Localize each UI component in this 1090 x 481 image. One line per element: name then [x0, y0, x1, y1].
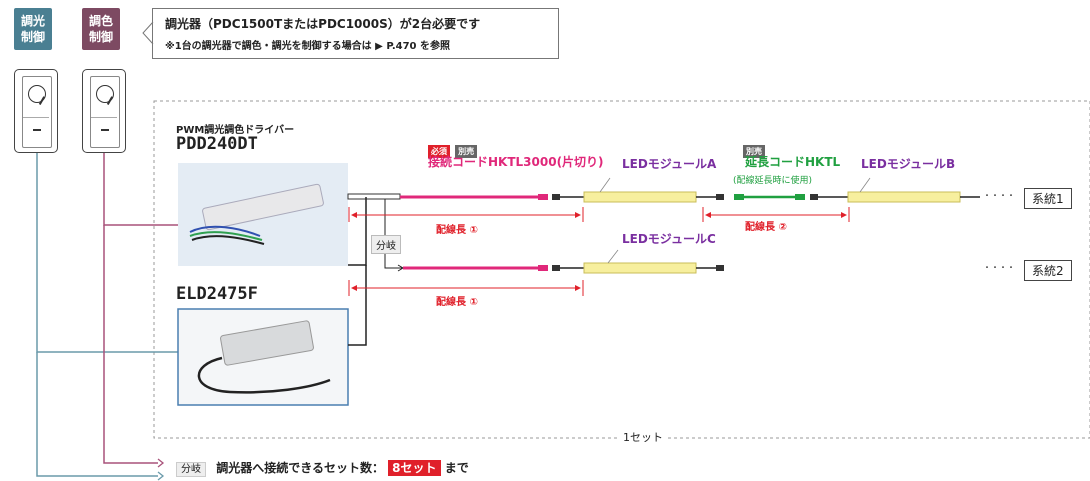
toning-control-line	[103, 153, 178, 226]
continuation-dots-2: ・・・・	[983, 263, 1015, 272]
toning-tag-line1: 調色	[88, 14, 113, 28]
driver-model-pdd240dt: PDD240DT	[176, 134, 258, 154]
footer-line: 分岐 調光器へ接続できるセット数： 8セット まで	[176, 459, 469, 477]
footer-branch-badge: 分岐	[176, 462, 206, 477]
dial-icon	[96, 85, 114, 105]
badge-group-extension: 別売	[743, 139, 765, 158]
led-module-a-label: LEDモジュールA	[622, 157, 717, 171]
dimming-control-line-down	[36, 352, 158, 477]
led-module-c	[583, 262, 697, 274]
wire-length-1-top: 配線長 ①	[436, 225, 478, 236]
separate-sale-badge: 別売	[455, 145, 478, 158]
continuation-dots-1: ・・・・	[983, 191, 1015, 200]
set-label: 1セット	[619, 429, 667, 445]
system-2-label: 系統2	[1024, 260, 1072, 281]
dimmer-switch-toning	[82, 69, 126, 153]
badge-group-cord: 必須 別売	[428, 139, 478, 158]
led-module-a	[583, 191, 697, 203]
driver-model-eld2475f: ELD2475F	[176, 284, 258, 304]
dimming-control-tag: 調光 制御	[14, 8, 52, 50]
dimmer-switch-dimming	[14, 69, 58, 153]
led-module-b-label: LEDモジュールB	[861, 157, 956, 171]
separate-sale-badge: 別売	[743, 145, 765, 158]
dimming-tag-line2: 制御	[20, 30, 45, 44]
footer-text: 調光器へ接続できるセット数：	[216, 461, 384, 475]
dimming-tag-line1: 調光	[20, 14, 45, 28]
footer-suffix: まで	[444, 461, 469, 475]
connection-cord-label: 接続コードHKTL3000(片切り)	[428, 155, 604, 169]
branch-label: 分岐	[371, 235, 401, 254]
toning-control-line-down	[103, 225, 158, 464]
wire-length-2: 配線長 ②	[745, 222, 787, 233]
dimming-control-line	[36, 153, 178, 353]
led-module-c-label: LEDモジュールC	[622, 232, 716, 246]
led-module-b	[847, 191, 961, 203]
toning-control-tag: 調色 制御	[82, 8, 120, 50]
toning-tag-line2: 制御	[88, 30, 113, 44]
system-1-label: 系統1	[1024, 188, 1072, 209]
required-badge: 必須	[428, 145, 450, 158]
wire-length-1-bottom: 配線長 ①	[436, 297, 478, 308]
dial-icon	[28, 85, 46, 105]
extension-cord-label: 延長コードHKTL	[745, 155, 841, 169]
footer-count: 8セット	[388, 460, 441, 476]
callout-pointer	[142, 21, 154, 45]
extension-cord-note: (配線延長時に使用)	[733, 176, 813, 186]
driver-caption: PWM調光調色ドライバー	[176, 125, 295, 136]
callout-line2: ※1台の調光器で調色・調光を制御する場合は ▶ P.470 を参照	[165, 41, 450, 52]
callout-line1: 調光器（PDC1500TまたはPDC1000S）が2台必要です	[165, 17, 481, 31]
callout-box: 調光器（PDC1500TまたはPDC1000S）が2台必要です ※1台の調光器で…	[152, 8, 559, 59]
